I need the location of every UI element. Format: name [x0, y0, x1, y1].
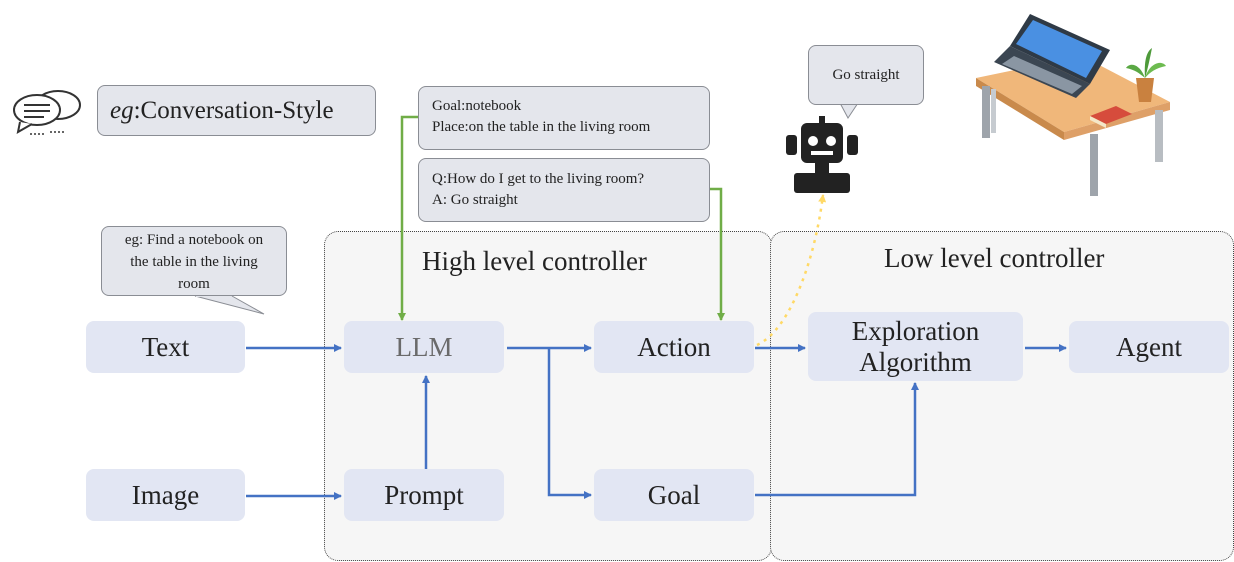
high-level-controller-label: High level controller — [422, 246, 647, 276]
prompt-node: Prompt — [344, 469, 504, 521]
robot-bubble-tail — [839, 102, 859, 119]
question-answer-bubble: Q:How do I get to the living room? A: Go… — [418, 158, 710, 222]
question-line: Q:How do I get to the living room? — [432, 171, 645, 187]
example-line-1: eg: Find a notebook on — [124, 232, 264, 248]
conversation-style-prefix: eg — [110, 97, 134, 124]
robot-icon — [786, 116, 858, 193]
example-line-3: room — [178, 276, 210, 292]
place-line: Place:on the table in the living room — [432, 119, 651, 135]
action-node: Action — [594, 321, 754, 373]
conversation-style-text: :Conversation-Style — [133, 97, 334, 124]
arrow-goal-to-exploration — [755, 382, 919, 497]
chat-bubbles-icon — [13, 90, 81, 135]
answer-line: A: Go straight — [432, 192, 518, 208]
goal-line: Goal:notebook — [432, 98, 522, 114]
low-level-controller-label: Low level controller — [884, 243, 1105, 273]
text-input-node: Text — [86, 321, 245, 373]
robot-speech-text: Go straight — [832, 66, 900, 83]
example-instruction-bubble: eg: Find a notebook on the table in the … — [101, 226, 287, 296]
goal-place-bubble: Goal:notebook Place:on the table in the … — [418, 86, 710, 150]
goal-node: Goal — [594, 469, 754, 521]
example-line-2: the table in the living — [130, 254, 258, 270]
exploration-algorithm-node: Exploration Algorithm — [808, 312, 1023, 381]
image-input-node: Image — [86, 469, 245, 521]
example-bubble-tail — [194, 295, 265, 315]
robot-speech-bubble: Go straight — [808, 45, 924, 105]
low-level-controller-region — [770, 231, 1234, 561]
arrow-goal-bubble-to-llm — [398, 115, 418, 321]
exploration-line-1: Exploration — [851, 315, 980, 346]
arrow-qa-bubble-to-action — [710, 187, 725, 321]
arrow-llm-to-goal — [547, 348, 592, 499]
llm-node: LLM — [344, 321, 504, 373]
exploration-line-2: Algorithm — [859, 346, 972, 377]
desk-laptop-icon — [976, 14, 1170, 196]
arrow-action-to-robot — [756, 194, 827, 347]
agent-node: Agent — [1069, 321, 1229, 373]
conversation-style-box: eg:Conversation-Style — [97, 85, 376, 136]
